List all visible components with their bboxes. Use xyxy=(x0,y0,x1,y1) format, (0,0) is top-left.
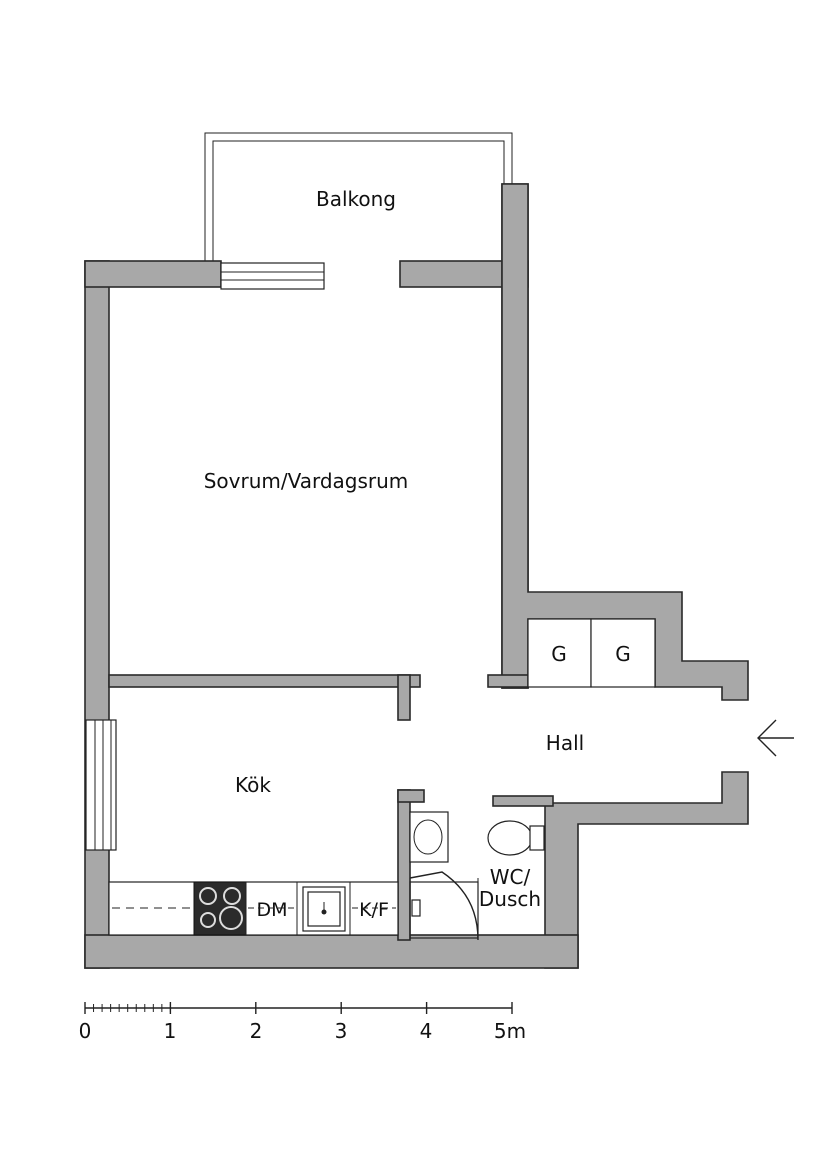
wall-wc-top-right xyxy=(492,795,554,807)
wall-wc-top xyxy=(397,789,425,803)
window-living xyxy=(220,262,325,290)
windows xyxy=(85,262,325,851)
wardrobe-2-label: G xyxy=(615,642,631,666)
balcony xyxy=(204,132,513,262)
scale-label-3: 3 xyxy=(335,1019,348,1043)
wc-label-line2: Dusch xyxy=(479,887,541,911)
wardrobe-1 xyxy=(527,618,592,688)
scale-bar: 0 1 2 3 4 5m xyxy=(79,1002,526,1043)
wall-top-left xyxy=(84,260,222,288)
scale-label-1: 1 xyxy=(164,1019,177,1043)
wall-living-hall-stub xyxy=(487,674,529,688)
walls xyxy=(84,183,749,969)
wall-kitchen-divider xyxy=(108,674,421,688)
wardrobes: G G xyxy=(527,618,656,688)
kitchen-counter: DM K/F xyxy=(108,881,399,936)
wc-label-line1: WC/ xyxy=(490,865,531,889)
toilet-bowl xyxy=(487,820,533,856)
room-label-kok: Kök xyxy=(235,773,271,797)
bathroom: WC/ Dusch xyxy=(409,811,545,941)
fridge-label: K/F xyxy=(359,899,389,921)
dishwasher-label: DM xyxy=(256,899,287,921)
wall-left xyxy=(84,260,110,969)
scale-label-0: 0 xyxy=(79,1019,92,1043)
scale-label-5m: 5m xyxy=(494,1019,526,1043)
scale-label-4: 4 xyxy=(420,1019,433,1043)
wardrobe-2 xyxy=(590,618,656,688)
entrance-arrow-icon xyxy=(757,719,794,757)
room-label-hall: Hall xyxy=(546,731,584,755)
toilet-tank xyxy=(529,825,545,851)
scale-label-2: 2 xyxy=(250,1019,263,1043)
wall-kitchen-wc xyxy=(397,789,411,941)
room-label-balkong: Balkong xyxy=(316,187,396,211)
wardrobe-1-label: G xyxy=(551,642,567,666)
wall-bottom xyxy=(84,934,579,969)
room-label-sovrum: Sovrum/Vardagsrum xyxy=(204,469,409,493)
shower-mixer xyxy=(411,899,421,917)
shower-tray xyxy=(409,881,479,939)
wall-kitchen-stub xyxy=(397,674,411,721)
